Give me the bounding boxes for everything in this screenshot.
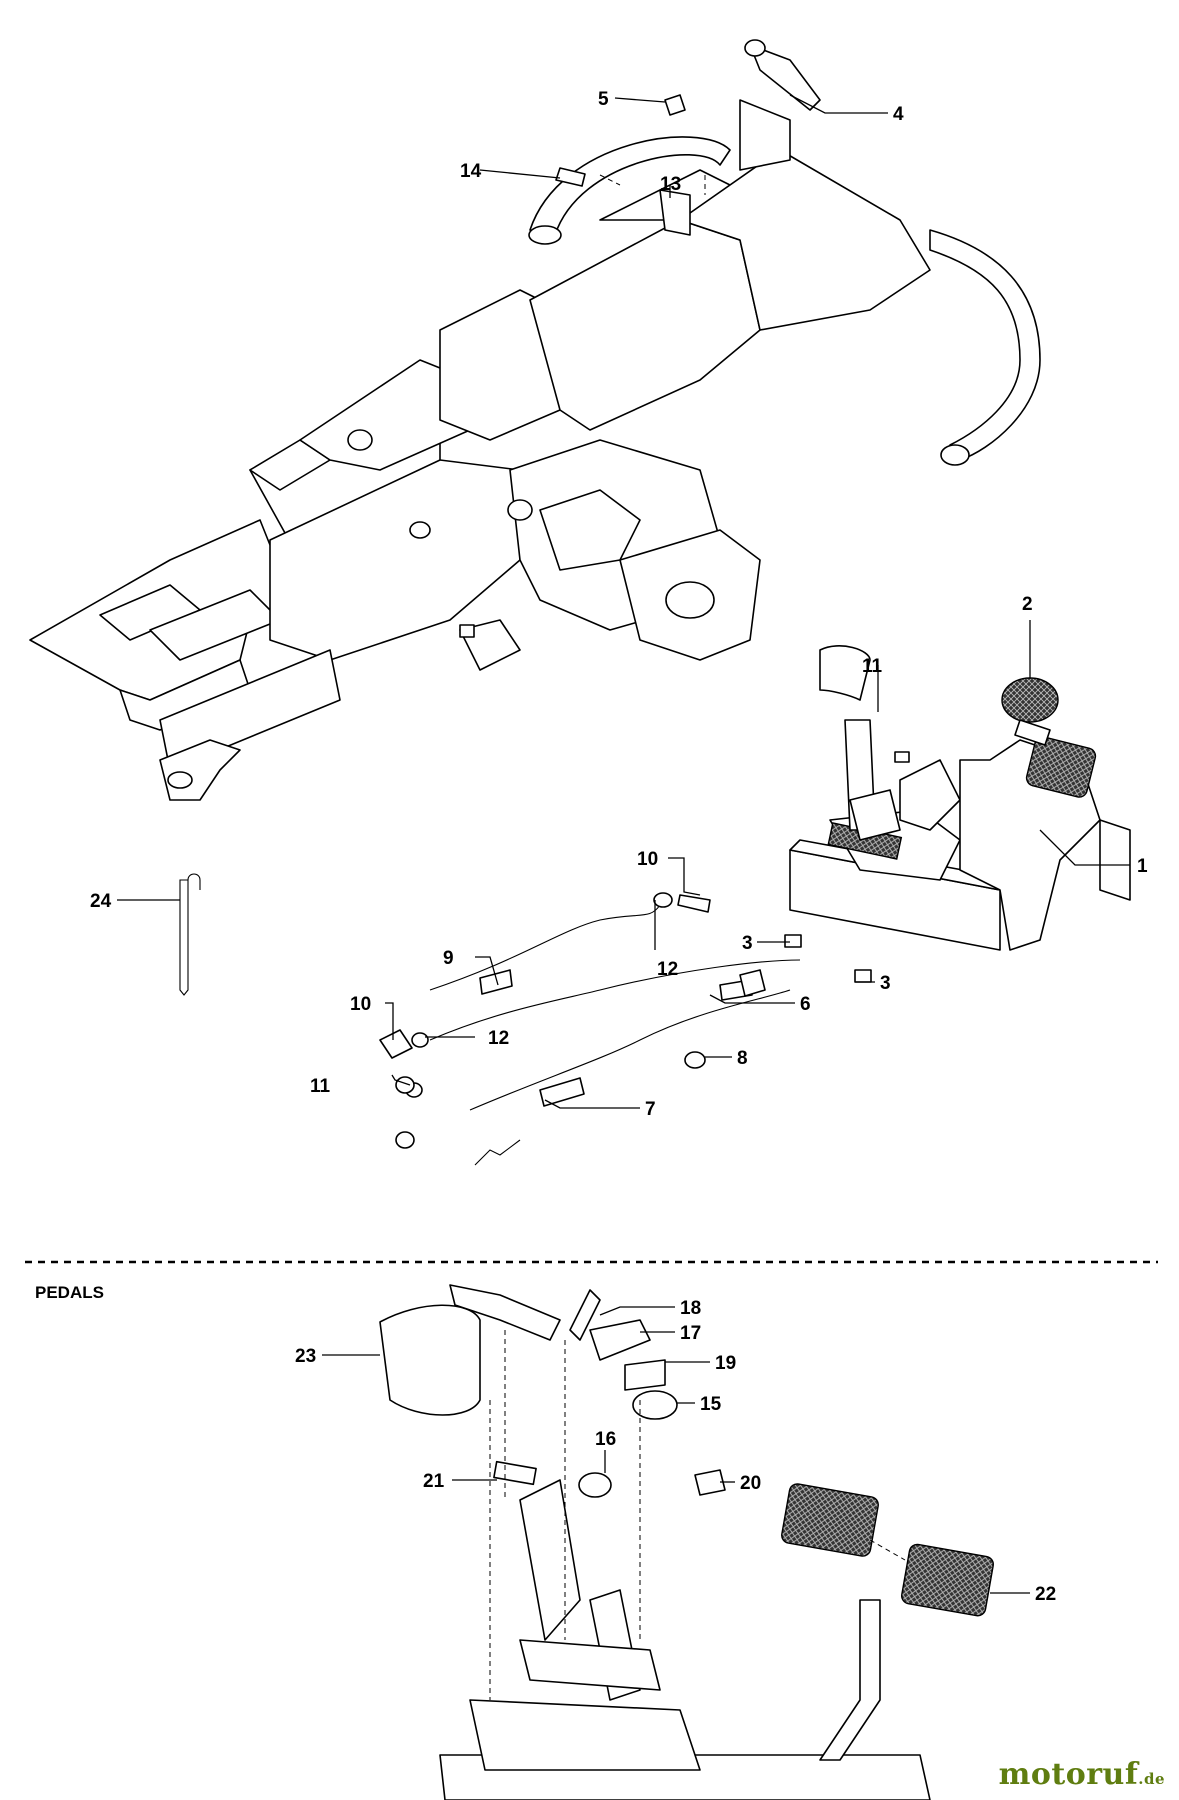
callout-7: 7: [645, 1099, 656, 1120]
watermark-name: motoruf: [998, 1757, 1139, 1792]
leader-lines: [117, 94, 1130, 1109]
callout-18: 18: [680, 1298, 701, 1319]
pedals-detail: [379, 1284, 994, 1800]
pedal-assembly: [789, 645, 1131, 951]
callout-4: 4: [893, 104, 904, 125]
callout-11-top: 11: [862, 656, 883, 677]
callout-numbers: 1 2 3 3 4 5 6 7 8 9 10 10 11 11 12 12 13…: [35, 89, 1148, 1605]
top-hardware: [555, 39, 821, 236]
callout-10-top: 10: [637, 849, 658, 870]
callout-20: 20: [740, 1473, 761, 1494]
pedal-pad-2: [1001, 677, 1059, 746]
callout-6: 6: [800, 994, 811, 1015]
callout-5: 5: [598, 89, 609, 110]
callout-12-top: 12: [657, 959, 678, 980]
callout-16: 16: [595, 1429, 616, 1450]
callout-19: 19: [715, 1353, 736, 1374]
callout-13: 13: [660, 174, 681, 195]
callout-11-bottom: 11: [310, 1076, 331, 1097]
callout-22: 22: [1035, 1584, 1056, 1605]
assembly-dashed-lines: [599, 174, 706, 195]
section-label-pedals: PEDALS: [35, 1283, 104, 1302]
callout-21: 21: [423, 1471, 445, 1492]
callout-1: 1: [1137, 856, 1148, 877]
watermark-tld: .de: [1138, 1770, 1165, 1788]
callout-9: 9: [443, 948, 454, 969]
callout-15: 15: [700, 1394, 722, 1415]
callout-8: 8: [737, 1048, 748, 1069]
callout-12-bottom: 12: [488, 1028, 509, 1049]
callout-24: 24: [90, 891, 112, 912]
chassis-frame: [29, 99, 931, 801]
callout-10-bottom: 10: [350, 994, 371, 1015]
pedals-leader-lines: [322, 1306, 1030, 1594]
callout-23: 23: [295, 1346, 316, 1367]
callout-2: 2: [1022, 594, 1033, 615]
cable-hardware: [379, 751, 910, 1166]
callout-14: 14: [460, 161, 482, 182]
steering-bar: [528, 136, 1041, 466]
wire-clip-24: [179, 873, 201, 996]
callout-3-left: 3: [742, 933, 753, 954]
watermark-logo: motoruf.de: [999, 1757, 1165, 1792]
callout-3-right: 3: [880, 973, 891, 994]
callout-17: 17: [680, 1323, 701, 1344]
